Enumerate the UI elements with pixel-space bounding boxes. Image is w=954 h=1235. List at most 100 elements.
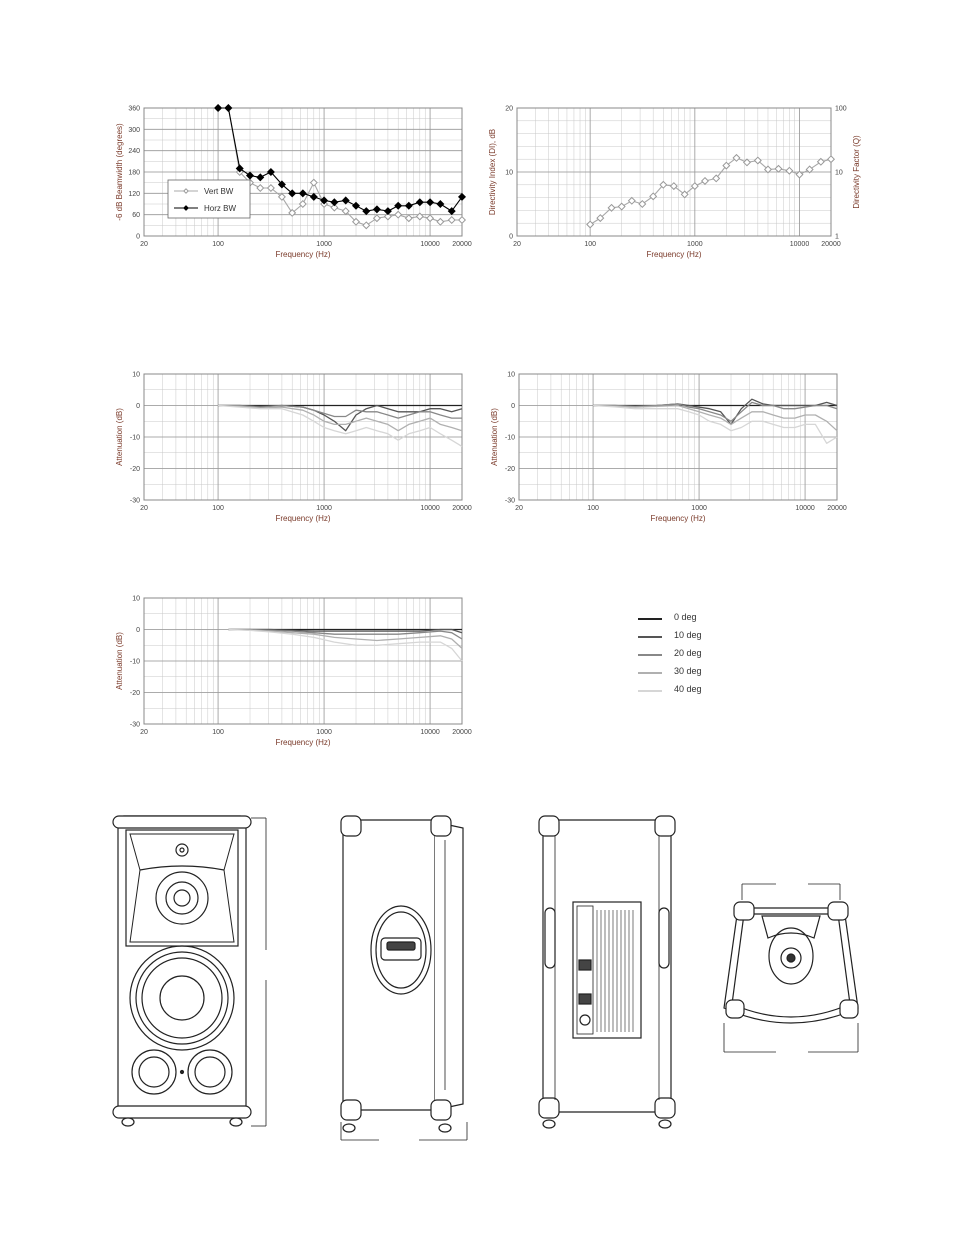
x-tick-label: 10000 [790, 241, 810, 248]
y-tick-label: 20 [505, 106, 513, 113]
series-di [586, 153, 836, 229]
data-point [638, 199, 647, 209]
legend-frame [167, 179, 251, 219]
x-tick-label: 20000 [452, 729, 472, 736]
x-axis-label: Frequency (Hz) [646, 250, 701, 259]
legend-swatch-10deg [638, 636, 662, 638]
speaker-top-view [718, 878, 868, 1058]
data-point [795, 170, 804, 179]
data-point [712, 174, 721, 183]
series-20-deg [218, 404, 462, 419]
y-tick-label: -10 [130, 435, 140, 442]
y-axis-label: Attenuation (dB) [115, 632, 124, 690]
speaker-side-view [335, 810, 475, 1145]
data-point [383, 207, 392, 216]
legend-swatch-0deg [638, 618, 662, 620]
speaker-rear-view [535, 810, 685, 1130]
y2-tick-label: 10 [835, 170, 843, 177]
data-point [362, 221, 371, 230]
x-tick-label: 1000 [687, 241, 703, 248]
plot-frame [516, 107, 832, 237]
speaker-side-view-svg [340, 815, 468, 1141]
x-tick-label: 1000 [316, 729, 332, 736]
data-point [700, 176, 709, 185]
y-tick-label: -30 [130, 498, 140, 505]
y2-tick-label: 100 [835, 106, 847, 113]
legend-label-0deg: 0 deg [674, 612, 697, 622]
legend-swatch-30deg [638, 672, 662, 674]
x-tick-label: 20 [140, 241, 148, 248]
y-tick-label: 10 [132, 596, 140, 603]
plot-frame [143, 107, 463, 237]
data-point [394, 201, 403, 210]
data-point [362, 207, 371, 216]
legend-label-30deg: 30 deg [674, 666, 702, 676]
data-point [586, 220, 595, 229]
x-tick-label: 10000 [420, 729, 440, 736]
data-point [436, 199, 445, 209]
data-point [256, 173, 265, 182]
y-tick-label: 0 [136, 403, 140, 410]
data-point [457, 215, 467, 225]
x-tick-label: 20000 [452, 505, 472, 512]
x-tick-label: 100 [584, 241, 596, 248]
x-axis-label: Frequency (Hz) [650, 514, 705, 523]
x-axis-label: Frequency (Hz) [275, 738, 330, 747]
data-point [383, 212, 392, 221]
plot-frame [143, 373, 463, 501]
x-tick-label: 1000 [316, 241, 332, 248]
data-point [309, 192, 318, 201]
legend-swatch-40deg [638, 690, 662, 692]
y-axis-label: Attenuation (dB) [115, 408, 124, 466]
series-line [228, 628, 463, 634]
x-tick-label: 1000 [316, 505, 332, 512]
data-point [351, 217, 361, 226]
data-point [330, 198, 339, 207]
legend-marker [183, 188, 189, 194]
x-tick-label: 10000 [420, 241, 440, 248]
y2-tick-label: 1 [835, 234, 839, 241]
data-point [826, 155, 836, 164]
y-tick-label: -20 [130, 690, 140, 697]
data-point [426, 214, 435, 223]
y-tick-label: 240 [128, 148, 140, 155]
y-axis-label: -6 dB Beamwidth (degrees) [115, 123, 124, 221]
legend-entry: Vert BW [204, 187, 234, 196]
series-line [228, 628, 463, 662]
data-point [245, 171, 255, 180]
data-point [763, 165, 772, 174]
data-point [415, 198, 424, 207]
data-point [372, 214, 381, 223]
data-point [372, 205, 381, 214]
series-20-deg [228, 628, 463, 640]
y-tick-label: 0 [509, 234, 513, 241]
data-point [426, 198, 435, 207]
x-tick-label: 100 [212, 505, 224, 512]
x-tick-label: 20 [140, 729, 148, 736]
legend-swatch-20deg [638, 654, 662, 656]
x-tick-label: 20 [140, 505, 148, 512]
y-tick-label: 0 [136, 234, 140, 241]
y-tick-label: 10 [507, 372, 515, 379]
angle-legend: 0 deg 10 deg 20 deg 30 deg 40 deg [630, 612, 770, 712]
series-line [218, 404, 463, 447]
series-20-deg [593, 401, 838, 422]
y-tick-label: -30 [505, 498, 515, 505]
data-point [627, 196, 636, 205]
series-line [228, 628, 463, 649]
x-tick-label: 10000 [795, 505, 815, 512]
data-point [805, 165, 814, 174]
y-tick-label: -20 [130, 466, 140, 473]
data-point [753, 156, 762, 165]
y-tick-label: 180 [128, 170, 140, 177]
x-tick-label: 1000 [691, 505, 707, 512]
data-point [457, 192, 467, 201]
x-tick-label: 100 [212, 729, 224, 736]
data-point [351, 201, 361, 210]
data-point [732, 153, 741, 162]
